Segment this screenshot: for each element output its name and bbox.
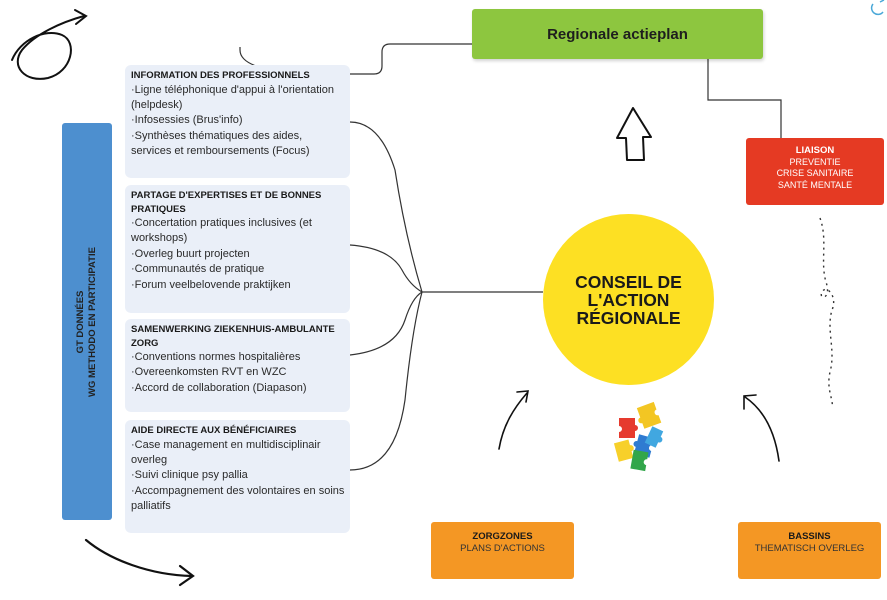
working-group-bar: GT DONNÉES WG METHODO EN PARTICIPATIE [62,123,112,520]
card-title: PARTAGE D'EXPERTISES ET DE BONNES PRATIQ… [131,190,322,215]
curved-arrow-icon [84,538,195,587]
bassins-subtitle: THEMATISCH OVERLEG [754,543,865,554]
card-item: ·Ligne téléphonique d'appui à l'orientat… [131,83,334,111]
council-line-2: L'ACTION [587,289,670,310]
card-aide-directe: AIDE DIRECTE AUX BÉNÉFICIAIRES ·Case man… [125,420,350,533]
liaison-box: LIAISON PREVENTIE CRISE SANITAIRE SANTÉ … [746,138,884,205]
card-item: ·Conventions normes hospitalières [131,351,301,363]
liaison-line: SANTÉ MENTALE [777,179,853,190]
card-title: SAMENWERKING ZIEKENHUIS-AMBULANTE ZORG [131,324,335,349]
working-group-line-2: WG METHODO EN PARTICIPATIE [87,246,98,397]
liaison-title: LIAISON [795,145,835,156]
corner-gear-icon [870,0,885,16]
card-title: AIDE DIRECTE AUX BÉNÉFICIAIRES [131,425,297,436]
zorgzones-title: ZORGZONES [472,531,533,542]
card-item: ·Infosessies (Brus'info) [131,114,243,127]
card-item: ·Synthèses thématiques des aides, servic… [131,129,310,158]
working-group-line-1: GT DONNÉES [75,290,86,353]
bassins-title: BASSINS [788,531,831,542]
card-item: ·Communautés de pratique [131,263,265,276]
council-line-3: RÉGIONALE [576,307,681,328]
zorgzones-subtitle: PLANS D'ACTIONS [460,543,545,554]
liaison-line: PREVENTIE [789,156,841,167]
council-line-1: CONSEIL DE [575,271,682,292]
card-item: ·Case management en multidisciplinair ov… [131,438,321,466]
council-circle: CONSEIL DE L'ACTION RÉGIONALE [543,214,714,385]
regional-action-plan-box: Regionale actieplan [472,9,763,59]
puzzle-icon [613,401,664,472]
zorgzones-box: ZORGZONES PLANS D'ACTIONS [431,522,574,579]
card-information-professionnels: INFORMATION DES PROFESSIONNELS ·Ligne té… [125,65,350,178]
card-title: INFORMATION DES PROFESSIONNELS [131,70,310,81]
card-item: ·Suivi clinique psy pallia [131,469,248,482]
swirl-arrow-icon [11,9,88,80]
card-item: ·Accord de collaboration (Diapason) [131,381,307,394]
up-arrow-icon [616,107,652,161]
card-item: ·Overeenkomsten RVT en WZC [131,366,287,379]
card-item: ·Forum veelbelovende praktijken [131,278,291,291]
bassins-box: BASSINS THEMATISCH OVERLEG [738,522,881,579]
card-item: ·Accompagnement des volontaires en soins… [131,484,345,513]
liaison-line: CRISE SANITAIRE [776,168,854,178]
card-samenwerking: SAMENWERKING ZIEKENHUIS-AMBULANTE ZORG ·… [125,319,350,412]
card-item: ·Overleg buurt projecten [131,247,250,260]
card-partage-expertises: PARTAGE D'EXPERTISES ET DE BONNES PRATIQ… [125,185,350,313]
working-group-label: GT DONNÉES WG METHODO EN PARTICIPATIE [75,247,99,397]
card-item: ·Concertation pratiques inclusives (et w… [131,217,312,245]
regional-action-plan-title: Regionale actieplan [547,25,688,43]
